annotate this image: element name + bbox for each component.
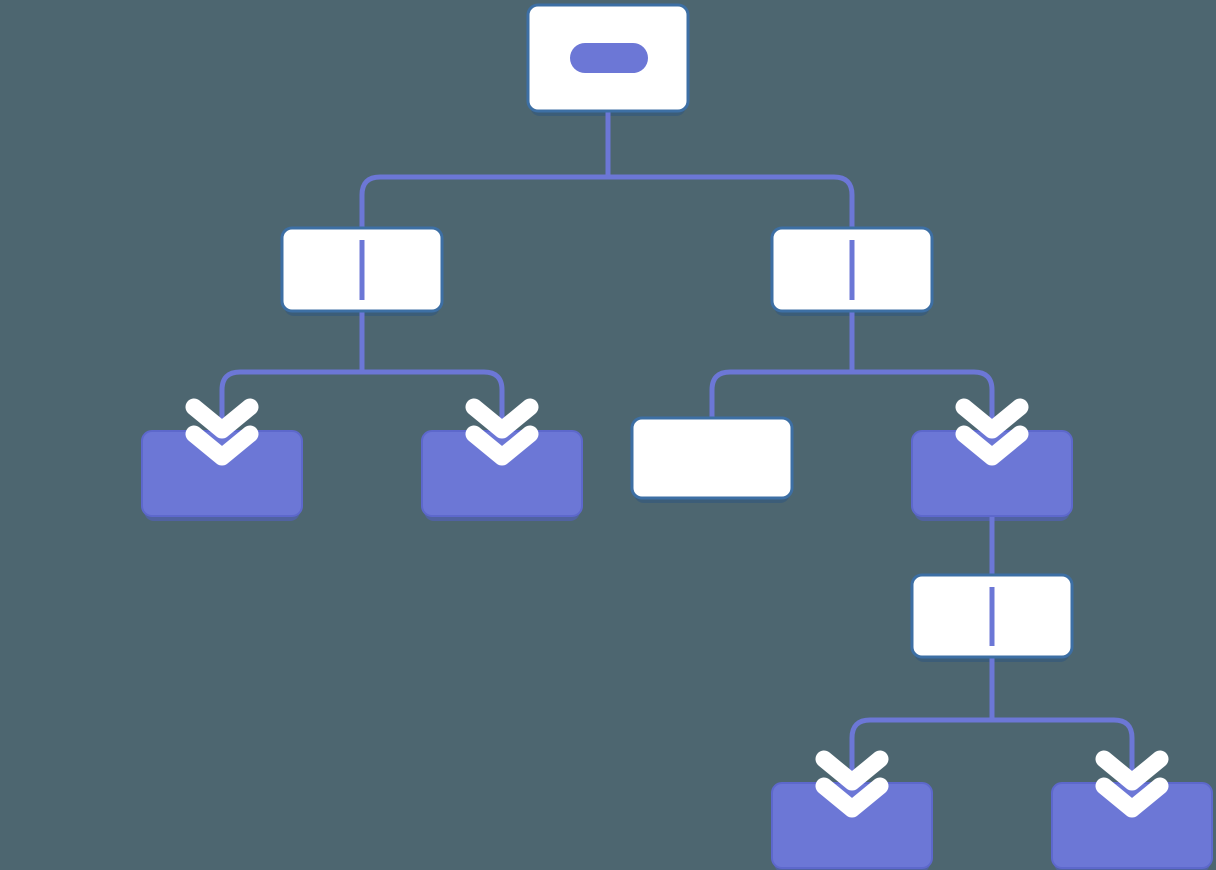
double-chevron-down-icon <box>465 398 539 466</box>
root-node-label-pill <box>570 43 648 73</box>
edge-root-to-level2-right <box>608 174 855 240</box>
arrow-layer <box>185 398 1169 818</box>
level5-right-node[interactable] <box>1051 782 1213 869</box>
level3-node-a[interactable] <box>141 430 303 517</box>
edge-root-to-level2-left <box>359 174 608 240</box>
double-chevron-down-icon <box>815 750 889 818</box>
edge-level2-right-to-node-d <box>852 369 995 440</box>
node-inner-line-layer <box>359 240 995 646</box>
double-chevron-down-icon <box>185 398 259 466</box>
double-chevron-down-icon <box>955 398 1029 466</box>
edge-level2-right-to-node-c <box>709 369 852 418</box>
level5-left-node[interactable] <box>771 782 933 869</box>
edge-level4-to-level5-right <box>992 717 1135 792</box>
edge-level2-left-to-node-b <box>362 369 505 440</box>
level3-node-d[interactable] <box>911 430 1073 517</box>
edge-level2-left-to-node-a <box>219 369 362 440</box>
level3-node-b[interactable] <box>421 430 583 517</box>
node-layer <box>141 3 1213 869</box>
double-chevron-down-icon <box>1095 750 1169 818</box>
edge-level4-to-level5-left <box>849 717 992 792</box>
level3-node-c[interactable] <box>630 416 794 500</box>
